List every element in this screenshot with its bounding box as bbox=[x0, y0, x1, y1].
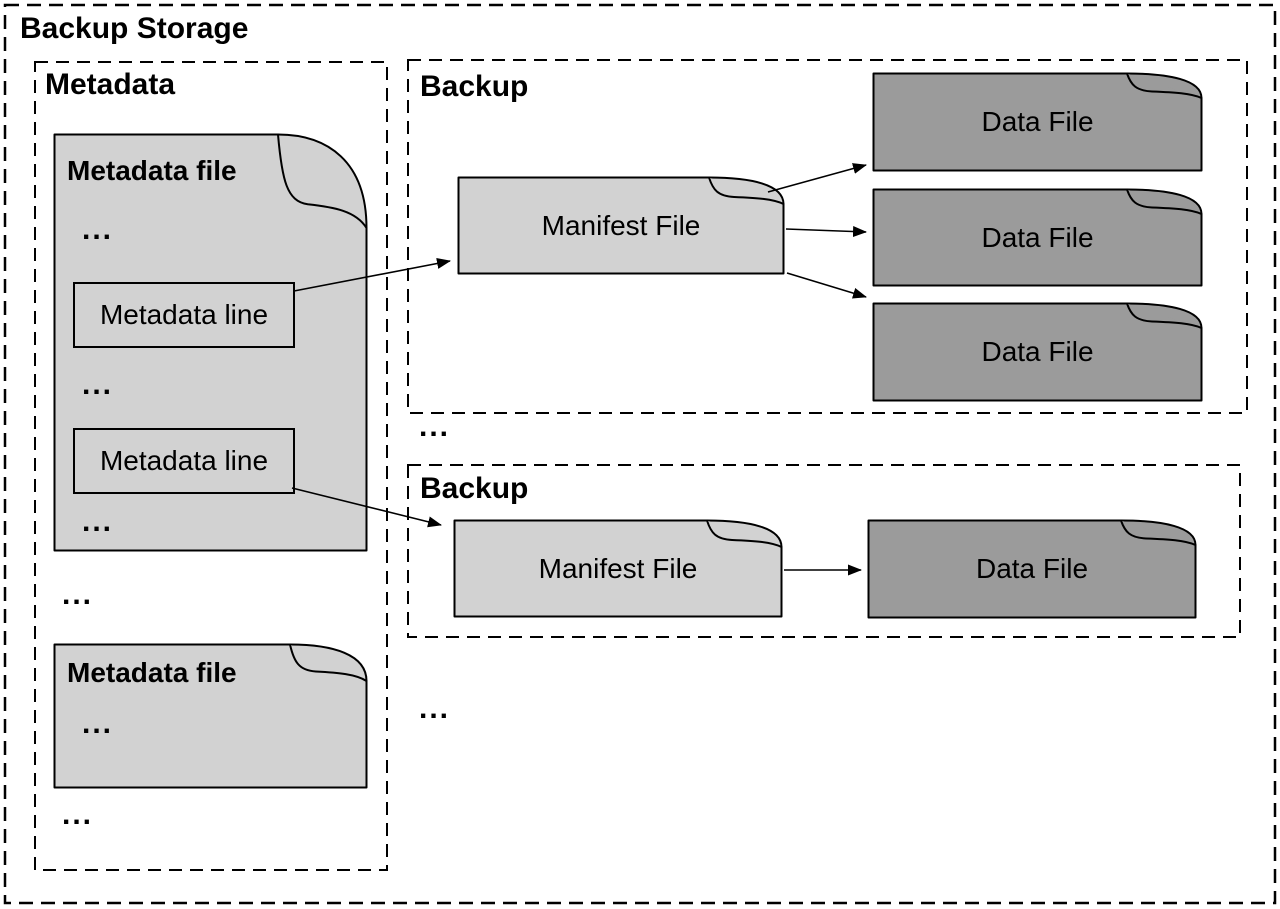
backup-storage-title: Backup Storage bbox=[20, 12, 249, 45]
metadata-group-title: Metadata bbox=[45, 68, 176, 101]
metadata-file-1: Metadata file ... Metadata line ... Meta… bbox=[53, 133, 368, 552]
document-shape bbox=[867, 519, 1197, 619]
data-file-3-label: Data File bbox=[981, 336, 1094, 367]
data-file-1: Data File bbox=[872, 72, 1203, 172]
arrow-manifest1-to-datafile3 bbox=[786, 272, 867, 299]
backup1-group-title: Backup bbox=[420, 70, 529, 103]
ellipsis-text: ... bbox=[62, 798, 94, 831]
manifest-file-2: Manifest File bbox=[453, 519, 783, 618]
ellipsis-text: ... bbox=[419, 410, 451, 443]
backup2-group-title: Backup bbox=[420, 472, 529, 505]
data-file-4: Data File bbox=[867, 519, 1197, 619]
document-shape bbox=[872, 72, 1203, 172]
metadata-line-1: Metadata line bbox=[73, 282, 295, 348]
data-file-4-label: Data File bbox=[975, 553, 1089, 584]
ellipsis-text: ... bbox=[82, 505, 114, 538]
arrow-manifest1-to-datafile2 bbox=[785, 226, 867, 238]
document-shape bbox=[453, 519, 783, 618]
ellipsis-text: ... bbox=[82, 707, 114, 740]
data-file-3: Data File bbox=[872, 302, 1203, 402]
data-file-2-label: Data File bbox=[981, 221, 1094, 253]
data-file-1-label: Data File bbox=[981, 106, 1094, 137]
manifest-file-1-label: Manifest File bbox=[541, 209, 701, 241]
manifest-file-1: Manifest File bbox=[457, 176, 785, 275]
manifest-file-2-label: Manifest File bbox=[538, 552, 698, 584]
document-shape bbox=[872, 302, 1203, 402]
metadata-file-2-title: Metadata file bbox=[67, 657, 237, 688]
metadata-file-1-title: Metadata file bbox=[67, 155, 237, 186]
ellipsis-text: ... bbox=[82, 368, 114, 401]
document-shape bbox=[872, 188, 1203, 287]
ellipsis-text: ... bbox=[62, 578, 94, 611]
ellipsis-text: ... bbox=[419, 692, 451, 725]
document-shape bbox=[53, 643, 368, 789]
ellipsis-text: ... bbox=[82, 213, 114, 246]
data-file-2: Data File bbox=[872, 188, 1203, 287]
metadata-line-2: Metadata line bbox=[73, 428, 295, 494]
metadata-file-2: Metadata file ... bbox=[53, 643, 368, 789]
